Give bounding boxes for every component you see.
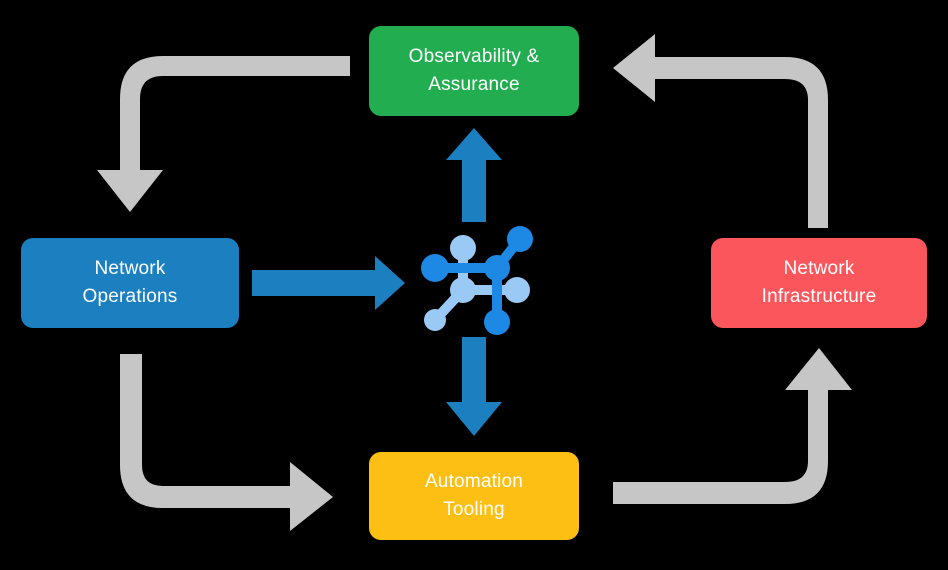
connector-center-to-observability bbox=[446, 128, 502, 222]
node-observability-label: Observability & Assurance bbox=[408, 46, 540, 95]
node-automation-tooling[interactable]: Automation Tooling bbox=[369, 452, 579, 540]
node-network-infrastructure-label: Network Infrastructure bbox=[761, 258, 877, 307]
connector-automation-to-infrastructure bbox=[613, 348, 852, 504]
connector-observability-to-operations bbox=[97, 56, 350, 212]
connector-center-to-automation bbox=[446, 337, 502, 436]
connector-operations-to-automation bbox=[120, 354, 333, 531]
node-network-operations[interactable]: Network Operations bbox=[21, 238, 239, 328]
connector-infrastructure-to-observability bbox=[613, 34, 828, 228]
node-automation-tooling-label: Automation Tooling bbox=[424, 471, 524, 520]
node-observability-assurance[interactable]: Observability & Assurance bbox=[369, 26, 579, 116]
node-network-infrastructure[interactable]: Network Infrastructure bbox=[711, 238, 927, 328]
connector-operations-to-center bbox=[252, 256, 405, 310]
network-topology-icon bbox=[421, 226, 533, 335]
node-network-operations-label: Network Operations bbox=[82, 258, 178, 307]
